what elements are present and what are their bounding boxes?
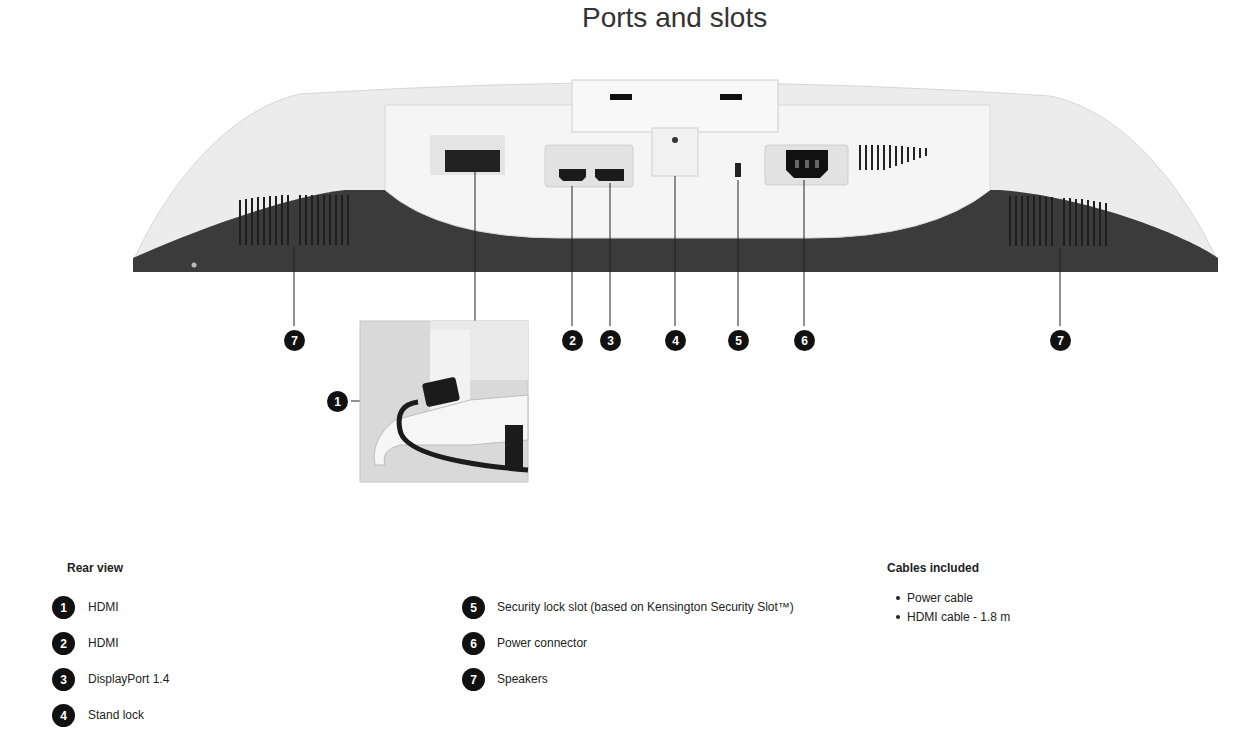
callout-number: 4: [665, 330, 686, 351]
page-title: Ports and slots: [582, 2, 767, 34]
legend-text: HDMI: [88, 636, 119, 650]
callout-number: 4: [52, 704, 75, 727]
callout-number: 5: [728, 330, 749, 351]
callout-number: 7: [284, 330, 305, 351]
callout-number: 2: [52, 632, 75, 655]
legend-text: Stand lock: [88, 708, 144, 722]
cable-item: HDMI cable - 1.8 m: [907, 610, 1010, 624]
bullet-dot: [896, 615, 900, 619]
legend-text: DisplayPort 1.4: [88, 672, 169, 686]
legend-text: Security lock slot (based on Kensington …: [497, 600, 794, 614]
legend-text: Speakers: [497, 672, 548, 686]
callout-number: 6: [794, 330, 815, 351]
callout-number: 3: [600, 330, 621, 351]
section-heading: Rear view: [67, 561, 123, 575]
callout-number: 5: [462, 596, 485, 619]
callout-number: 2: [562, 330, 583, 351]
bullet-dot: [896, 596, 900, 600]
callout-number: 3: [52, 668, 75, 691]
callout-number: 7: [1050, 330, 1071, 351]
callout-number: 6: [462, 632, 485, 655]
callout-number: 7: [462, 668, 485, 691]
legend-text: HDMI: [88, 600, 119, 614]
callout-number: 1: [52, 596, 75, 619]
cable-item: Power cable: [907, 591, 973, 605]
section-heading: Cables included: [887, 561, 979, 575]
callout-number: 1: [327, 391, 348, 412]
legend-text: Power connector: [497, 636, 587, 650]
